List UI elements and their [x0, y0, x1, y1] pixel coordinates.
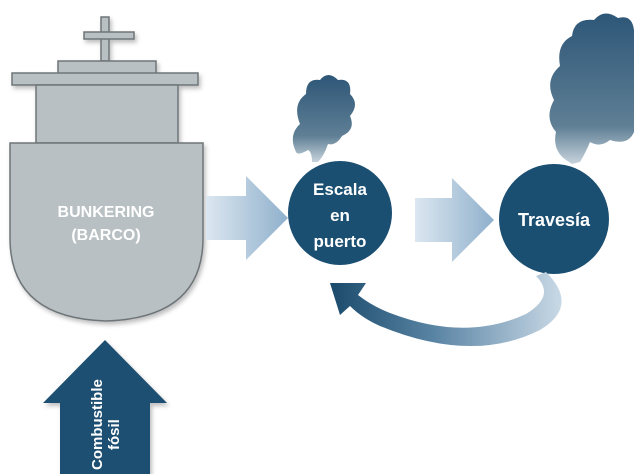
ship-label-line2: (BARCO)	[71, 227, 140, 244]
voyage-label: Travesía	[518, 210, 591, 230]
cycle-arrow-icon	[330, 272, 562, 347]
ship-superstructure	[35, 84, 179, 144]
smoke-cloud-icon	[549, 13, 634, 165]
port-call-node	[288, 161, 392, 265]
flow-arrow-icon	[415, 178, 494, 262]
fuel-label-line2: fósil	[106, 419, 123, 450]
port-call-line1: Escala	[313, 180, 367, 199]
ship-mast-crossbar	[83, 31, 135, 40]
ship-bridge-wings	[11, 72, 199, 86]
port-call-line3: puerto	[314, 232, 367, 251]
cycle-arrow-body	[330, 272, 562, 347]
up-arrow-icon	[43, 340, 167, 474]
ship-icon	[9, 16, 204, 322]
ship-label-line1: BUNKERING	[58, 204, 155, 221]
voyage-node	[499, 164, 609, 274]
ship-hull	[9, 142, 204, 322]
smoke-cloud-icon	[292, 75, 355, 162]
flow-arrow-icon	[206, 176, 288, 260]
port-call-line2: en	[330, 206, 350, 225]
fuel-label-line1: Combustible	[89, 379, 106, 470]
